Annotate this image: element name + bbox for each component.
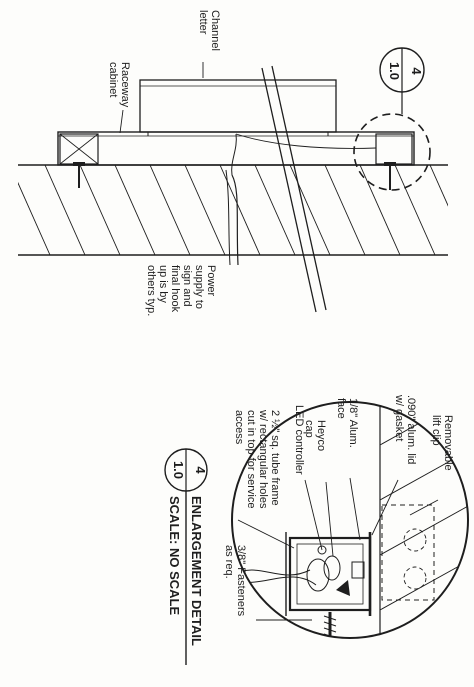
channel-letter-label: Channel letter [197, 10, 221, 51]
svg-text:sign and: sign and [181, 265, 193, 307]
svg-text:supply to: supply to [193, 265, 205, 309]
svg-text:lift clip: lift clip [430, 415, 442, 446]
title-sheet-number: 1.0 [171, 461, 186, 479]
callout-sheet-number: 1.0 [387, 62, 402, 80]
svg-text:Heyco: Heyco [315, 420, 327, 451]
fasteners-label: 3/8" Fasteners as req. [223, 545, 247, 617]
alum-lid-label: .090" alum. lid w/ gasket [393, 394, 417, 464]
svg-text:up is by: up is by [157, 265, 169, 303]
removable-lift-clip-label: Removable lift clip [430, 415, 454, 471]
svg-text:Raceway: Raceway [119, 62, 131, 108]
heyco-cap-label: Heyco cap [303, 420, 327, 451]
led-controller-label: LED controller [293, 405, 305, 475]
title-line2: SCALE: NO SCALE [167, 496, 182, 616]
svg-text:3/8" Fasteners: 3/8" Fasteners [235, 545, 247, 617]
svg-text:Channel: Channel [209, 10, 221, 51]
adjacent-box-dashed [381, 504, 435, 601]
svg-text:2 ½" sq. tube frame: 2 ½" sq. tube frame [269, 410, 281, 506]
title-line1: ENLARGEMENT DETAIL [189, 496, 204, 646]
svg-text:cap: cap [303, 420, 315, 438]
raceway-cabinet-label: Raceway cabinet [107, 62, 131, 108]
svg-text:final hook: final hook [169, 265, 181, 313]
title-block: 4 1.0 ENLARGEMENT DETAIL SCALE: NO SCALE [164, 448, 208, 665]
svg-text:LED controller: LED controller [293, 405, 305, 475]
enlargement-leaders [237, 477, 439, 621]
svg-text:access: access [233, 410, 245, 445]
tube-frame-label: 2 ½" sq. tube frame w/ rectangular holes… [233, 409, 281, 509]
callout-detail-number: 4 [409, 67, 424, 75]
svg-text:.090" alum. lid: .090" alum. lid [405, 395, 417, 464]
enlargement-detail: Removable lift clip .090" alum. lid w/ g… [164, 394, 469, 665]
svg-text:face: face [335, 398, 347, 419]
svg-text:cabinet: cabinet [107, 62, 119, 97]
svg-text:1/8" Alum.: 1/8" Alum. [347, 398, 359, 448]
led-controller-assembly [306, 545, 365, 596]
alum-face-label: 1/8" Alum. face [335, 398, 359, 448]
channel-letter [139, 79, 337, 136]
title-detail-number: 4 [193, 466, 208, 474]
enlargement-circle [231, 401, 469, 639]
slab-hatch [18, 165, 448, 255]
svg-text:letter: letter [197, 10, 209, 35]
enlargement-marker-circle [353, 113, 431, 191]
svg-text:w/ gasket: w/ gasket [393, 394, 405, 441]
svg-text:w/ rectangular holes: w/ rectangular holes [257, 409, 269, 509]
reference-lines [261, 65, 327, 313]
detail-callout: 4 1.0 [379, 47, 425, 114]
tube-frame [285, 532, 372, 616]
power-supply-label: Power supply to sign and final hook up i… [145, 265, 217, 316]
upper-elevation: 4 1.0 Channel letter Raceway cabinet Pow… [18, 10, 448, 316]
svg-text:Removable: Removable [442, 415, 454, 471]
wiring [225, 133, 377, 266]
svg-text:others typ.: others typ. [145, 265, 157, 316]
upper-leaders [119, 62, 204, 134]
svg-text:as req.: as req. [223, 545, 235, 579]
svg-text:cut in top for service: cut in top for service [245, 410, 257, 508]
svg-text:Power: Power [205, 265, 217, 297]
